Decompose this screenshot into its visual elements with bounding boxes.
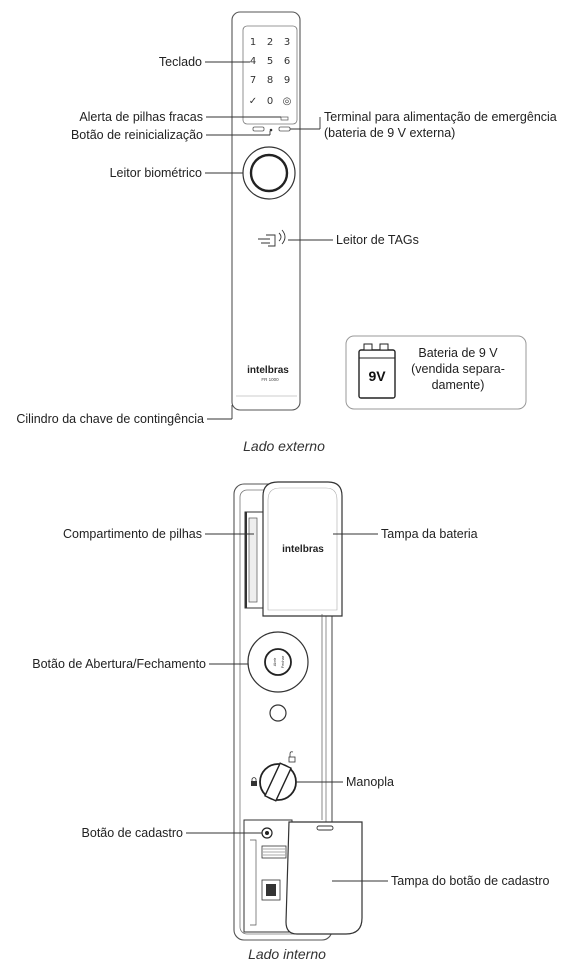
label-tampa-cadastro: Tampa do botão de cadastro xyxy=(391,874,549,888)
label-terminal-2: (bateria de 9 V externa) xyxy=(324,126,455,140)
biometric-reader-inner[interactable] xyxy=(249,153,289,193)
lock-body-front xyxy=(231,11,301,411)
brand-logo-back: intelbras xyxy=(282,544,324,555)
registration-cover[interactable] xyxy=(285,821,363,935)
key-0[interactable]: 0 xyxy=(267,96,273,107)
key-3[interactable]: 3 xyxy=(284,37,290,48)
label-tampa-bateria: Tampa da bateria xyxy=(381,527,478,541)
keypad-panel xyxy=(242,25,298,125)
lock-open-icon xyxy=(288,751,296,763)
open-close-text-1: Abrir xyxy=(272,657,277,666)
battery-cover[interactable]: intelbras xyxy=(262,481,343,617)
label-botao-abertura: Botão de Abertura/Fechamento xyxy=(32,657,206,671)
caption-internal: Lado interno xyxy=(248,946,326,962)
label-manopla: Manopla xyxy=(346,775,394,789)
model-label: FR 1000 xyxy=(261,377,279,382)
key-5[interactable]: 5 xyxy=(267,56,273,67)
key-6[interactable]: 6 xyxy=(284,56,290,67)
label-leitor-tags: Leitor de TAGs xyxy=(336,233,419,247)
label-leitor-biometrico: Leitor biométrico xyxy=(110,166,202,180)
key-2[interactable]: 2 xyxy=(267,37,273,48)
external-side-device: 1 2 3 4 5 6 7 8 9 ✓ 0 ◎ intelbras F xyxy=(231,11,301,411)
battery-text-1: Bateria de 9 V xyxy=(418,346,498,360)
bottom-leader-lines xyxy=(186,533,388,882)
tag-reader-icon xyxy=(258,229,286,247)
label-botao-reinicializacao: Botão de reinicialização xyxy=(71,128,203,142)
battery-text-3: damente) xyxy=(432,378,485,392)
battery-9v-icon: 9V xyxy=(358,343,396,399)
label-alerta-pilhas: Alerta de pilhas fracas xyxy=(79,110,203,124)
battery-text-2: (vendida separa- xyxy=(411,362,505,376)
label-compartimento-pilhas: Compartimento de pilhas xyxy=(63,527,202,541)
key-1[interactable]: 1 xyxy=(250,37,256,48)
open-close-text-2: Fechar xyxy=(280,655,285,668)
caption-external: Lado externo xyxy=(243,438,325,454)
key-7[interactable]: 7 xyxy=(250,75,256,86)
key-9[interactable]: 9 xyxy=(284,75,290,86)
key-4[interactable]: 4 xyxy=(250,56,256,67)
open-close-button[interactable] xyxy=(264,648,292,676)
battery-9v-label: 9V xyxy=(368,368,386,384)
label-teclado: Teclado xyxy=(159,55,202,69)
knob-manopla[interactable] xyxy=(259,762,297,802)
low-battery-led xyxy=(280,116,289,121)
terminal-left xyxy=(252,126,265,132)
key-check[interactable]: ✓ xyxy=(249,96,257,107)
keypad: 1 2 3 4 5 6 7 8 9 ✓ 0 ◎ xyxy=(249,37,292,107)
top-leader-lines xyxy=(205,61,333,420)
registration-compartment xyxy=(243,819,293,933)
lock-closed-icon xyxy=(251,777,257,786)
label-botao-cadastro: Botão de cadastro xyxy=(82,826,184,840)
key-8[interactable]: 8 xyxy=(267,75,273,86)
screw-hole xyxy=(269,704,287,722)
battery-info-box: 9V Bateria de 9 V (vendida separa- damen… xyxy=(345,335,527,410)
label-cilindro: Cilindro da chave de contingência xyxy=(16,412,204,426)
label-terminal-1: Terminal para alimentação de emergência xyxy=(324,110,557,124)
battery-compartment xyxy=(244,511,266,609)
brand-logo-front: intelbras xyxy=(247,365,289,376)
internal-side-device: intelbras Abrir Fechar xyxy=(233,481,363,941)
terminal-right xyxy=(278,126,291,132)
key-bell[interactable]: ◎ xyxy=(283,96,292,107)
reset-button[interactable] xyxy=(269,128,273,132)
